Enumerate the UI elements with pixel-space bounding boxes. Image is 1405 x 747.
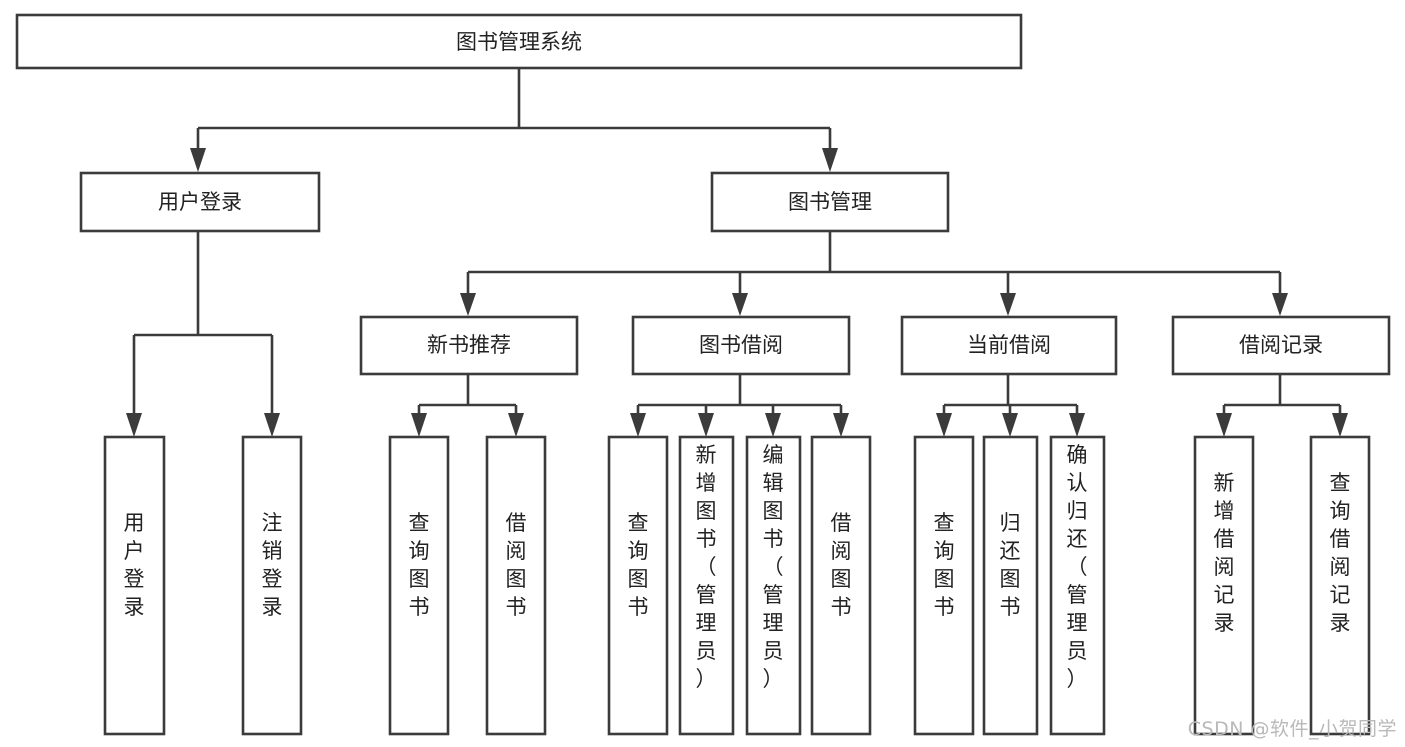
node-leaf-query-book-3[interactable]: 查询图书: [913, 435, 975, 736]
node-leaf-add-book-label: 新增图书（管理员）: [696, 443, 717, 691]
node-leaf-logout-box[interactable]: [241, 435, 303, 736]
node-leaf-user-login-label: 用户登录: [124, 511, 145, 619]
node-root-box[interactable]: [15, 13, 1023, 70]
node-leaf-add-book-box[interactable]: [678, 435, 735, 736]
arrowhead-leaf-logout: [264, 413, 280, 437]
node-user-login[interactable]: 用户登录: [79, 171, 321, 233]
node-leaf-query-book-2-label: 查询图书: [628, 511, 649, 619]
node-leaf-query-record-label: 查询借阅记录: [1330, 471, 1351, 635]
node-leaf-add-book[interactable]: 新增图书（管理员）: [678, 435, 735, 736]
node-leaf-add-record-label: 新增借阅记录: [1214, 471, 1235, 635]
node-leaf-query-book-3-box[interactable]: [913, 435, 975, 736]
node-user-login-box[interactable]: [79, 171, 321, 233]
arrowhead-leaf-add-record: [1216, 413, 1232, 437]
node-leaf-edit-book[interactable]: 编辑图书（管理员）: [745, 435, 802, 736]
node-leaf-query-book-1[interactable]: 查询图书: [388, 435, 450, 736]
arrowhead-leaf-borrow-book-1: [508, 413, 524, 437]
arrowhead-new-book-rec: [460, 293, 476, 316]
arrowhead-leaf-query-record: [1332, 413, 1348, 437]
node-leaf-borrow-book-2-label: 借阅图书: [831, 511, 852, 619]
node-leaf-query-book-2[interactable]: 查询图书: [607, 435, 669, 736]
node-leaf-borrow-book-2-box[interactable]: [810, 435, 872, 736]
node-leaf-return-book-label: 归还图书: [1000, 511, 1021, 619]
arrowhead-borrow-record: [1272, 293, 1288, 316]
arrowhead-current-borrow: [1000, 293, 1016, 316]
node-book-borrow-label: 图书借阅: [699, 333, 783, 357]
node-current-borrow-label: 当前借阅: [967, 333, 1051, 357]
node-leaf-borrow-book-1-label: 借阅图书: [506, 511, 527, 619]
node-leaf-logout-label: 注销登录: [262, 511, 283, 619]
node-leaf-query-record-box[interactable]: [1309, 435, 1371, 736]
node-book-borrow-box[interactable]: [631, 315, 851, 376]
node-leaf-query-book-1-box[interactable]: [388, 435, 450, 736]
arrowhead-leaf-borrow-book-2: [833, 413, 849, 437]
arrowhead-leaf-user-login: [126, 413, 142, 437]
node-leaf-query-book-1-label: 查询图书: [409, 511, 430, 619]
arrowhead-leaf-add-book: [698, 413, 714, 437]
arrowhead-leaf-query-book-1: [411, 413, 427, 437]
node-leaf-query-book-3-label: 查询图书: [934, 511, 955, 619]
node-leaf-logout[interactable]: 注销登录: [241, 435, 303, 736]
node-book-manage-label: 图书管理: [788, 190, 872, 214]
node-borrow-record-label: 借阅记录: [1239, 333, 1323, 357]
node-leaf-query-record[interactable]: 查询借阅记录: [1309, 435, 1371, 736]
node-leaf-add-record-box[interactable]: [1193, 435, 1255, 736]
node-leaf-user-login-box[interactable]: [103, 435, 166, 736]
arrowhead-leaf-return-book: [1002, 413, 1018, 437]
node-leaf-user-login[interactable]: 用户登录: [103, 435, 166, 736]
arrowhead-group: [126, 148, 1348, 437]
node-leaf-borrow-book-1[interactable]: 借阅图书: [485, 435, 547, 736]
node-leaf-query-book-2-box[interactable]: [607, 435, 669, 736]
node-new-book-rec-box[interactable]: [359, 315, 579, 376]
node-leaf-return-book-box[interactable]: [982, 435, 1039, 736]
node-borrow-record[interactable]: 借阅记录: [1171, 315, 1391, 376]
node-leaf-confirm-return[interactable]: 确认归还（管理员）: [1049, 435, 1106, 736]
arrowhead-leaf-query-book-2: [630, 413, 646, 437]
node-user-login-label: 用户登录: [158, 190, 242, 214]
node-book-manage[interactable]: 图书管理: [710, 171, 950, 233]
node-root-label: 图书管理系统: [456, 30, 582, 54]
node-current-borrow-box[interactable]: [900, 315, 1118, 376]
node-leaf-edit-book-box[interactable]: [745, 435, 802, 736]
node-current-borrow[interactable]: 当前借阅: [900, 315, 1118, 376]
node-leaf-confirm-return-box[interactable]: [1049, 435, 1106, 736]
arrowhead-user-login: [190, 148, 206, 172]
arrowhead-book-borrow: [732, 293, 748, 316]
node-leaf-borrow-book-1-box[interactable]: [485, 435, 547, 736]
node-new-book-rec-label: 新书推荐: [427, 333, 511, 357]
node-book-manage-box[interactable]: [710, 171, 950, 233]
node-leaf-edit-book-label: 编辑图书（管理员）: [763, 443, 784, 691]
node-leaf-borrow-book-2[interactable]: 借阅图书: [810, 435, 872, 736]
node-leaf-add-record[interactable]: 新增借阅记录: [1193, 435, 1255, 736]
arrowhead-book-manage: [822, 148, 838, 172]
node-book-borrow[interactable]: 图书借阅: [631, 315, 851, 376]
node-leaf-confirm-return-label: 确认归还（管理员）: [1067, 443, 1088, 691]
arrowhead-leaf-edit-book: [765, 413, 781, 437]
node-borrow-record-box[interactable]: [1171, 315, 1391, 376]
node-root[interactable]: 图书管理系统: [15, 13, 1023, 70]
node-new-book-rec[interactable]: 新书推荐: [359, 315, 579, 376]
node-leaf-return-book[interactable]: 归还图书: [982, 435, 1039, 736]
arrowhead-leaf-query-book-3: [936, 413, 952, 437]
arrowhead-leaf-confirm-return: [1069, 413, 1085, 437]
